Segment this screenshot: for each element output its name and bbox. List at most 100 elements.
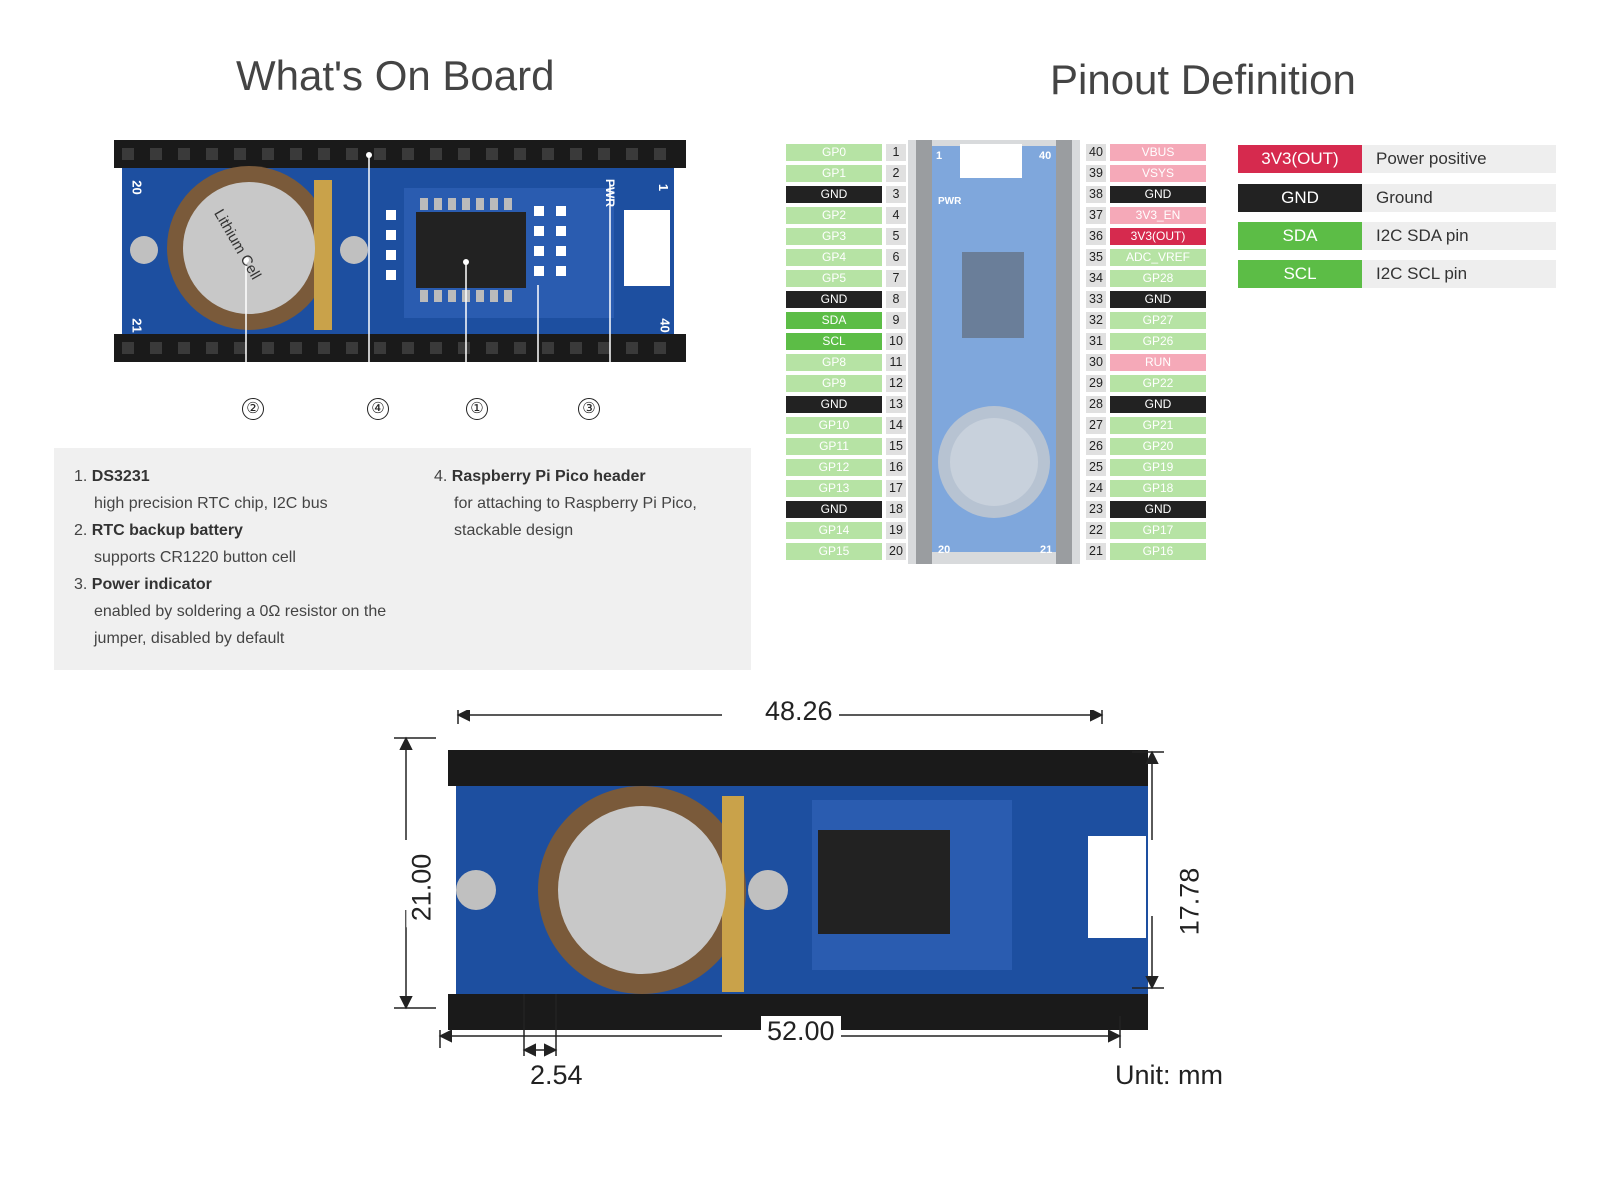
desc-detail: high precision RTC chip, I2C bus: [94, 495, 328, 512]
pin-label: VSYS: [1110, 165, 1206, 182]
desc-detail: enabled by soldering a 0Ω resistor on th…: [94, 603, 387, 647]
board-top-label-1: 1: [656, 183, 672, 192]
pin-label: GP12: [786, 459, 882, 476]
pin-label: GND: [1110, 186, 1206, 203]
pin-label: GP28: [1110, 270, 1206, 287]
pin-number: 8: [886, 291, 906, 308]
pin-label: GND: [1110, 291, 1206, 308]
legend-text: Power positive: [1376, 149, 1487, 168]
pinout-definition-title: Pinout Definition: [1050, 56, 1356, 103]
pin-number: 7: [886, 270, 906, 287]
callout-2: ②: [242, 398, 264, 420]
legend-chip: SCL: [1238, 260, 1362, 288]
pin-number: 24: [1086, 480, 1106, 497]
pin-number: 33: [1086, 291, 1106, 308]
pin-number: 20: [886, 543, 906, 560]
desc-num: 2.: [74, 522, 88, 539]
pin-number: 5: [886, 228, 906, 245]
pin-label: GP10: [786, 417, 882, 434]
pin-number: 13: [886, 396, 906, 413]
pin-number: 27: [1086, 417, 1106, 434]
board-top-illustration: [114, 140, 686, 390]
legend-text: I2C SCL pin: [1376, 264, 1468, 283]
pico-board-illustration: [908, 140, 1080, 564]
dim-height-right: 17.78: [1174, 861, 1206, 942]
pin-number: 34: [1086, 270, 1106, 287]
pin-number: 36: [1086, 228, 1106, 245]
pin-number: 40: [1086, 144, 1106, 161]
legend-row: 3V3(OUT) Power positive: [1238, 145, 1556, 173]
pin-number: 6: [886, 249, 906, 266]
pin-label: GP13: [786, 480, 882, 497]
unit-label: Unit: mm: [1115, 1060, 1223, 1090]
legend-row: GND Ground: [1238, 184, 1556, 212]
desc-title: RTC backup battery: [91, 522, 243, 539]
pin-number: 12: [886, 375, 906, 392]
pin-label: GP17: [1110, 522, 1206, 539]
board-top-label-40: 40: [657, 318, 673, 333]
pico-label-1: 1: [936, 150, 943, 162]
pin-label: SDA: [786, 312, 882, 329]
pin-number: 38: [1086, 186, 1106, 203]
pin-number: 2: [886, 165, 906, 182]
legend-chip: 3V3(OUT): [1238, 145, 1362, 173]
pin-label: GND: [1110, 396, 1206, 413]
pin-number: 18: [886, 501, 906, 518]
desc-item-1: 1. DS3231 high precision RTC chip, I2C b…: [74, 463, 394, 517]
pin-label: GND: [786, 186, 882, 203]
legend-chip: GND: [1238, 184, 1362, 212]
pin-number: 35: [1086, 249, 1106, 266]
pin-number: 3: [886, 186, 906, 203]
pin-label: 3V3(OUT): [1110, 228, 1206, 245]
pico-label-40: 40: [1039, 150, 1052, 162]
pin-label: GP8: [786, 354, 882, 371]
pin-number: 29: [1086, 375, 1106, 392]
description-panel: [54, 448, 751, 670]
desc-item-4: 4. Raspberry Pi Pico header for attachin…: [434, 463, 734, 544]
pin-number: 1: [886, 144, 906, 161]
pin-label: GP15: [786, 543, 882, 560]
pin-label: GP4: [786, 249, 882, 266]
pin-label: GP0: [786, 144, 882, 161]
desc-title: Raspberry Pi Pico header: [451, 468, 646, 485]
legend-text: Ground: [1376, 188, 1433, 207]
pin-label: GP20: [1110, 438, 1206, 455]
dim-height-left: 21.00: [406, 847, 438, 928]
callout-1: ①: [466, 398, 488, 420]
pin-number: 17: [886, 480, 906, 497]
pin-label: RUN: [1110, 354, 1206, 371]
desc-item-3: 3. Power indicator enabled by soldering …: [74, 571, 424, 652]
pin-number: 15: [886, 438, 906, 455]
pin-label: GND: [1110, 501, 1206, 518]
board-top-label-21: 21: [129, 318, 145, 333]
pico-label-pwr: PWR: [938, 196, 962, 207]
desc-num: 4.: [434, 468, 448, 485]
pin-number: 21: [1086, 543, 1106, 560]
pin-number: 31: [1086, 333, 1106, 350]
legend-row: SCL I2C SCL pin: [1238, 260, 1556, 288]
pico-label-20: 20: [938, 544, 951, 556]
pin-number: 37: [1086, 207, 1106, 224]
desc-num: 3.: [74, 576, 88, 593]
pin-label: GND: [786, 396, 882, 413]
pin-number: 14: [886, 417, 906, 434]
pin-label: 3V3_EN: [1110, 207, 1206, 224]
dimension-drawing: [394, 710, 1164, 1057]
dim-bottom-width: 52.00: [761, 1016, 841, 1047]
desc-item-2: 2. RTC backup battery supports CR1220 bu…: [74, 517, 394, 571]
pin-label: ADC_VREF: [1110, 249, 1206, 266]
desc-title: DS3231: [91, 468, 150, 485]
desc-detail: supports CR1220 button cell: [94, 549, 296, 566]
pin-label: GP3: [786, 228, 882, 245]
pin-label: GP21: [1110, 417, 1206, 434]
pin-number: 19: [886, 522, 906, 539]
pin-number: 4: [886, 207, 906, 224]
callout-3: ③: [578, 398, 600, 420]
pin-label: GP5: [786, 270, 882, 287]
pin-label: GP19: [1110, 459, 1206, 476]
pin-number: 28: [1086, 396, 1106, 413]
pin-number: 23: [1086, 501, 1106, 518]
pin-number: 32: [1086, 312, 1106, 329]
legend-chip: SDA: [1238, 222, 1362, 250]
